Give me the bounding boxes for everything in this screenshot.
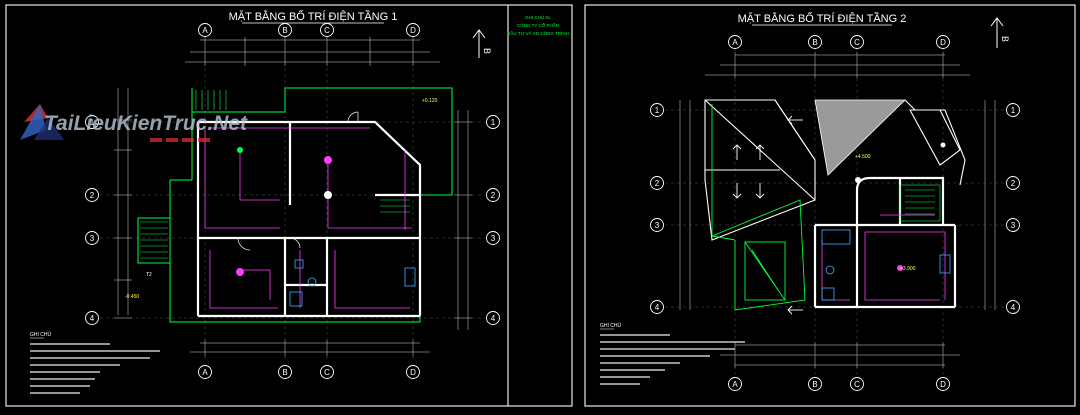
elevation-tag: +3.900: [900, 266, 916, 272]
grid-row-label: 4: [1011, 303, 1016, 312]
grid-col-label: D: [940, 380, 946, 389]
grid-col-label: A: [202, 368, 208, 377]
grid-row-label: 1: [655, 106, 660, 115]
elevation-tag: +4.500: [855, 154, 871, 160]
north-arrow-1: B: [472, 29, 492, 58]
sheet-1-elevations: +0.120 -0.450 T2: [125, 98, 438, 300]
grid-row-label: 4: [491, 314, 496, 323]
grid-row-label: 4: [655, 303, 660, 312]
side-label-2: CÔNG TY CỔ PHẦN: [517, 22, 559, 28]
sheet-2-frame: [584, 4, 1076, 407]
sheet-1-grid-lines: [100, 38, 485, 360]
grid-col-label: C: [324, 368, 330, 377]
grid-col-label: D: [940, 38, 946, 47]
notes-heading: GHI CHÚ: [600, 322, 622, 329]
north-arrow-2: B: [990, 17, 1010, 48]
grid-row-label: 2: [1011, 179, 1016, 188]
svg-text:B: B: [482, 48, 492, 54]
grid-row-label: 1: [90, 118, 95, 127]
grid-row-label: 4: [90, 314, 95, 323]
grid-col-label: C: [854, 38, 860, 47]
grid-col-label: B: [812, 380, 817, 389]
sheet-1-notes: GHI CHÚ: [30, 331, 160, 394]
sheet-1-title-block: MẶT BẰNG BỐ TRÍ ĐIỆN TẦNG 1: [229, 9, 398, 24]
watermark-emblem: [20, 104, 64, 140]
sheet-1-side-label: GHI CHÚ KL CÔNG TY CỔ PHẦN ĐẦU TƯ VÀ XD …: [507, 14, 569, 36]
grid-row-label: 2: [655, 179, 660, 188]
elevation-tag: +0.120: [422, 98, 438, 104]
sheet-2-title-block: MẶT BẰNG BỐ TRÍ ĐIỆN TẦNG 2: [738, 11, 907, 26]
watermark-underline: [150, 138, 210, 142]
grid-col-label: A: [732, 380, 738, 389]
grid-row-label: 1: [1011, 106, 1016, 115]
grid-col-label: B: [282, 368, 287, 377]
watermark-logo: TaiLieuKienTruc.Net: [20, 104, 248, 142]
sheet-1-grid-bubbles: [85, 23, 500, 379]
watermark-text: TaiLieuKienTruc.Net: [44, 112, 248, 135]
sheet-1-floor-plan: [137, 87, 453, 323]
sheet-2-grid-lines: [665, 48, 1005, 378]
sheet-2-grid-labels: A B C D A B C D 1 2 3 4 1 2 3 4: [655, 38, 1016, 389]
svg-text:B: B: [1000, 36, 1010, 42]
sheet-2-floor-plan: [704, 99, 966, 315]
sheet-1-grid-labels: A B C D A B C D 1 2 3 4 1 2 3 4: [90, 26, 496, 377]
sheet-2-elevations: +4.500 +3.900: [855, 154, 916, 272]
sheet-1-fixtures: [236, 147, 416, 307]
elevation-tag: -0.450: [125, 294, 139, 300]
grid-row-label: 2: [491, 191, 496, 200]
sheet-2-title: MẶT BẰNG BỐ TRÍ ĐIỆN TẦNG 2: [738, 11, 907, 25]
grid-col-label: A: [202, 26, 208, 35]
sheet-2-notes: GHI CHÚ: [600, 322, 745, 385]
notes-heading: GHI CHÚ: [30, 331, 52, 338]
grid-row-label: 2: [90, 191, 95, 200]
grid-row-label: 1: [491, 118, 496, 127]
sheet-2-wiring: [821, 214, 946, 301]
grid-col-label: A: [732, 38, 738, 47]
grid-col-label: C: [324, 26, 330, 35]
sheet-1-wiring: [204, 127, 412, 309]
grid-col-label: D: [410, 368, 416, 377]
sheet-2-grid-bubbles: [650, 35, 1020, 391]
grid-row-label: 3: [1011, 221, 1016, 230]
sheet-1-frame: [5, 4, 573, 407]
stair-label: T2: [146, 272, 152, 278]
side-label-1: GHI CHÚ KL: [525, 14, 551, 20]
grid-col-label: D: [410, 26, 416, 35]
sheet-1-dimensions: [114, 37, 472, 356]
grid-row-label: 3: [655, 221, 660, 230]
grid-row-label: 3: [491, 234, 496, 243]
sheet-2-fixtures: [821, 142, 951, 301]
sheet-1-title: MẶT BẰNG BỐ TRÍ ĐIỆN TẦNG 1: [229, 9, 398, 23]
grid-col-label: B: [282, 26, 287, 35]
sheet-2-dimensions: [679, 52, 996, 368]
side-label-3: ĐẦU TƯ VÀ XD CÔNG TRÌNH: [507, 30, 569, 36]
grid-col-label: C: [854, 380, 860, 389]
grid-col-label: B: [812, 38, 817, 47]
grid-row-label: 3: [90, 234, 95, 243]
